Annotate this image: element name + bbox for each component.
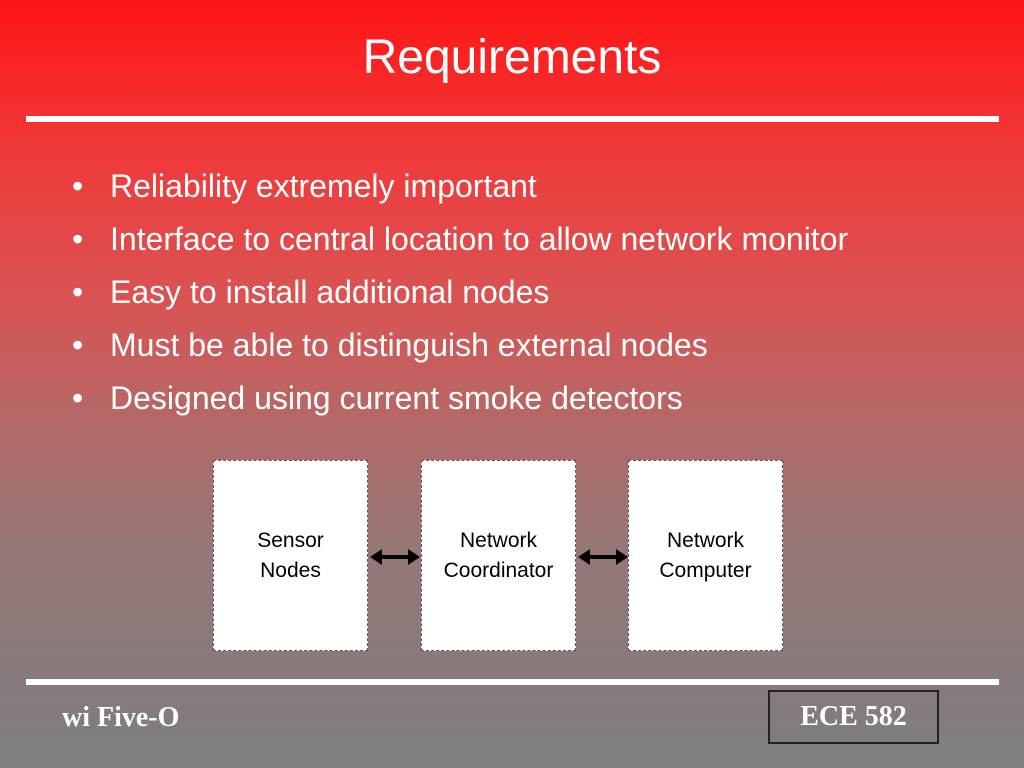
bullet-text: Easy to install additional nodes: [110, 274, 550, 310]
double-arrow-icon: [578, 549, 628, 565]
bullet-text: Reliability extremely important: [110, 168, 537, 204]
sensor-nodes-label: Sensor Nodes: [216, 526, 366, 586]
double-arrow-icon: [370, 549, 420, 565]
course-code: ECE 582: [800, 701, 907, 732]
bullet-marker: •: [72, 168, 84, 204]
bullet-item: • Interface to central location to allow …: [72, 213, 992, 266]
bullet-item: • Designed using current smoke detectors: [72, 372, 992, 425]
footer-team-name: wi Five-O: [62, 702, 180, 733]
network-computer-label-line1: Network: [666, 528, 745, 552]
bullet-item: • Reliability extremely important: [72, 160, 992, 213]
network-coordinator-label-line1: Network: [459, 528, 538, 552]
network-computer-box: Network Computer: [628, 460, 783, 651]
network-computer-label: Network Computer: [631, 526, 781, 586]
course-badge: ECE 582: [768, 690, 939, 744]
bullet-text: Designed using current smoke detectors: [110, 380, 683, 416]
network-coordinator-label: Network Coordinator: [424, 526, 574, 586]
network-coordinator-box: Network Coordinator: [421, 460, 576, 651]
bullet-text: Must be able to distinguish external nod…: [110, 327, 708, 363]
bullet-item: • Must be able to distinguish external no…: [72, 319, 992, 372]
footer-divider: [26, 679, 999, 685]
title-divider: [26, 116, 999, 122]
network-coordinator-label-line2: Coordinator: [443, 558, 554, 582]
bullet-item: • Easy to install additional nodes: [72, 266, 992, 319]
bullet-marker: •: [72, 380, 84, 416]
bullet-marker: •: [72, 327, 84, 363]
sensor-nodes-box: Sensor Nodes: [213, 460, 368, 651]
sensor-nodes-label-line1: Sensor: [257, 528, 324, 552]
slide-title: Requirements: [362, 31, 662, 84]
sensor-nodes-label-line2: Nodes: [260, 558, 321, 582]
bullet-marker: •: [72, 274, 84, 310]
network-computer-label-line2: Computer: [659, 558, 752, 582]
bullet-text: Interface to central location to allow n…: [110, 221, 849, 257]
bullet-list: • Reliability extremely important • Interf…: [72, 160, 992, 425]
bullet-marker: •: [72, 221, 84, 257]
